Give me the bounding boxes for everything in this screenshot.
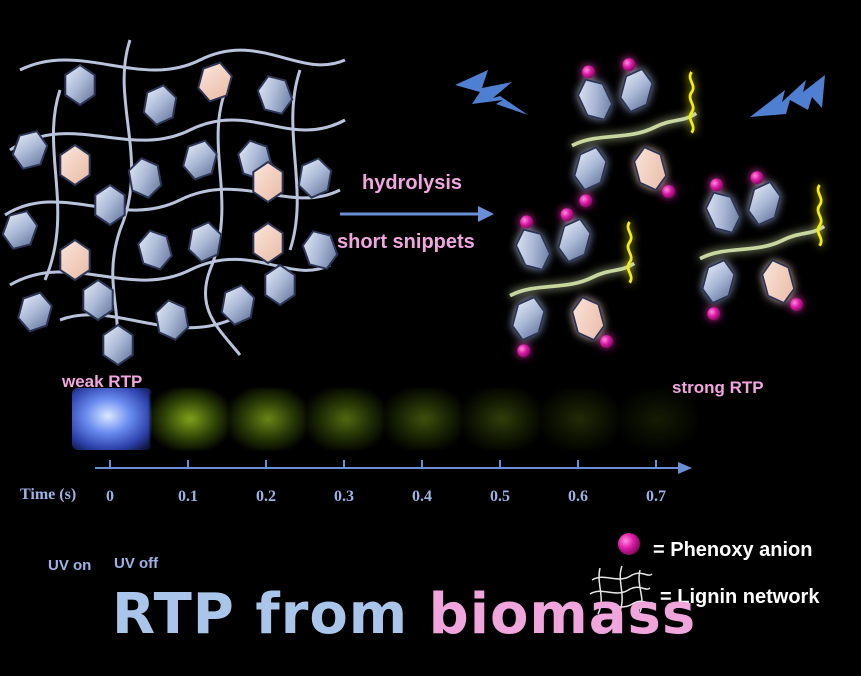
benzene-ring-icon	[253, 223, 282, 263]
benzene-ring-icon	[83, 280, 112, 320]
benzene-ring-icon	[65, 65, 94, 105]
benzene-ring-icon	[701, 187, 744, 238]
benzene-ring-icon	[103, 325, 132, 365]
benzene-ring-icon	[511, 224, 554, 275]
title-part-rtp: RTP from	[112, 582, 429, 647]
benzene-ring-icon	[746, 179, 784, 229]
uv-off-label: UV off	[114, 555, 158, 572]
phenoxy-anion-icon	[520, 216, 533, 229]
phenoxy-anion-icon	[618, 533, 640, 555]
rtp-photo-frame	[540, 388, 620, 450]
legend-phenoxy-label: = Phenoxy anion	[653, 539, 812, 562]
hydrolysis-label: hydrolysis	[362, 172, 462, 195]
phenoxy-anion-icon	[623, 58, 636, 71]
benzene-ring-icon	[154, 298, 190, 342]
axis-tick-label: 0.6	[568, 488, 588, 506]
time-axis-label: Time (s)	[20, 486, 76, 504]
benzene-ring-icon	[181, 137, 220, 183]
phenoxy-anion-icon	[662, 185, 675, 198]
title-part-biomass: biomass	[429, 582, 697, 647]
lignin-snippet	[700, 171, 825, 320]
benzene-ring-icon	[265, 265, 294, 305]
uv-on-label: UV on	[48, 557, 91, 574]
lightning-icon	[750, 75, 825, 117]
axis-tick-label: 0.7	[646, 488, 666, 506]
benzene-ring-icon	[572, 144, 610, 194]
benzene-ring-icon	[95, 185, 124, 225]
rtp-photo-frame	[150, 388, 230, 450]
time-axis	[95, 460, 692, 474]
strong-rtp-label: strong RTP	[672, 378, 764, 398]
phenoxy-anion-icon	[710, 179, 723, 192]
axis-tick-label: 0	[106, 488, 114, 506]
rtp-photo-frame	[384, 388, 464, 450]
phenoxy-anion-icon	[579, 194, 592, 207]
axis-tick-label: 0.3	[334, 488, 354, 506]
phenoxy-anion-icon	[600, 335, 613, 348]
rtp-photo-frame	[228, 388, 308, 450]
lignin-rings	[0, 59, 341, 365]
lignin-snippet	[572, 58, 697, 207]
rtp-photo-frame	[306, 388, 386, 450]
phenoxy-anion-icon	[751, 171, 764, 184]
rtp-photo-frame	[72, 388, 152, 450]
benzene-ring-icon	[573, 74, 616, 125]
benzene-ring-icon	[60, 145, 89, 185]
benzene-ring-icon	[618, 66, 656, 116]
benzene-ring-icon	[196, 59, 235, 105]
phenoxy-anion-icon	[790, 298, 803, 311]
phenoxy-anion-icon	[582, 66, 595, 79]
axis-tick-label: 0.4	[412, 488, 432, 506]
benzene-ring-icon	[16, 289, 55, 335]
benzene-ring-icon	[60, 240, 89, 280]
benzene-ring-icon	[136, 227, 175, 273]
axis-tick-label: 0.5	[490, 488, 510, 506]
benzene-ring-icon	[9, 126, 50, 174]
benzene-ring-icon	[187, 220, 223, 264]
short-snippets-label: short snippets	[337, 231, 475, 254]
phenoxy-anion-icon	[707, 307, 720, 320]
rtp-photo-frame	[462, 388, 542, 450]
phenoxy-anion-icon	[561, 208, 574, 221]
phenoxy-anion-icon	[517, 344, 530, 357]
benzene-ring-icon	[631, 144, 669, 194]
axis-tick-label: 0.1	[178, 488, 198, 506]
process-arrow	[340, 206, 494, 222]
benzene-ring-icon	[510, 294, 548, 344]
benzene-ring-icon	[254, 71, 295, 119]
benzene-ring-icon	[759, 257, 797, 307]
benzene-ring-icon	[142, 83, 178, 127]
benzene-ring-icon	[253, 162, 282, 202]
lignin-snippet	[510, 208, 635, 357]
benzene-ring-icon	[556, 216, 594, 266]
axis-tick-label: 0.2	[256, 488, 276, 506]
weak-rtp-label: weak RTP	[62, 372, 142, 392]
figure-title: RTP from biomass	[112, 582, 696, 647]
benzene-ring-icon	[569, 294, 607, 344]
benzene-ring-icon	[700, 257, 738, 307]
benzene-ring-icon	[299, 226, 340, 274]
lightning-icon	[455, 70, 528, 115]
